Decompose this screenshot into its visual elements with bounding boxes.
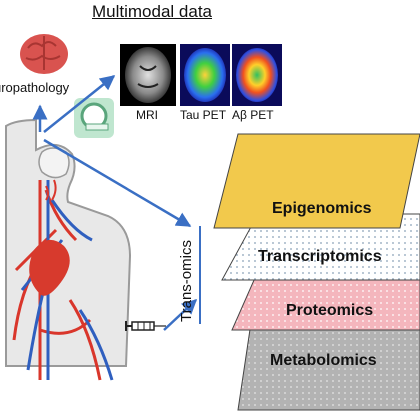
layer-epigenomics — [213, 133, 420, 229]
syringe-icon — [125, 321, 166, 331]
human-body-vasculature-icon — [5, 118, 132, 381]
tau-pet-brain-scan-icon — [180, 44, 230, 106]
mri-brain-scan-icon — [120, 44, 176, 106]
diagram-title: Multimodal data — [92, 2, 213, 21]
arrow-blood-to-omics — [163, 298, 198, 331]
epigenomics-label: Epigenomics — [272, 200, 372, 217]
proteomics-label: Proteomics — [286, 302, 374, 319]
trans-omics-label: Trans-omics — [178, 240, 195, 322]
arrow-to-trans-omics — [43, 138, 192, 228]
transcriptomics-label: Transcriptomics — [258, 248, 382, 265]
abeta-pet-brain-scan-icon — [232, 44, 282, 106]
mri-label: MRI — [136, 108, 158, 122]
brain-icon — [20, 34, 68, 74]
mri-scanner-icon — [74, 98, 114, 138]
neuropathology-label: uropathology — [0, 80, 70, 95]
metabolomics-label: Metabolomics — [270, 352, 377, 369]
tau-pet-label: Tau PET — [180, 108, 227, 122]
arrow-to-imaging — [43, 75, 116, 133]
abeta-pet-label: Aβ PET — [232, 108, 274, 122]
